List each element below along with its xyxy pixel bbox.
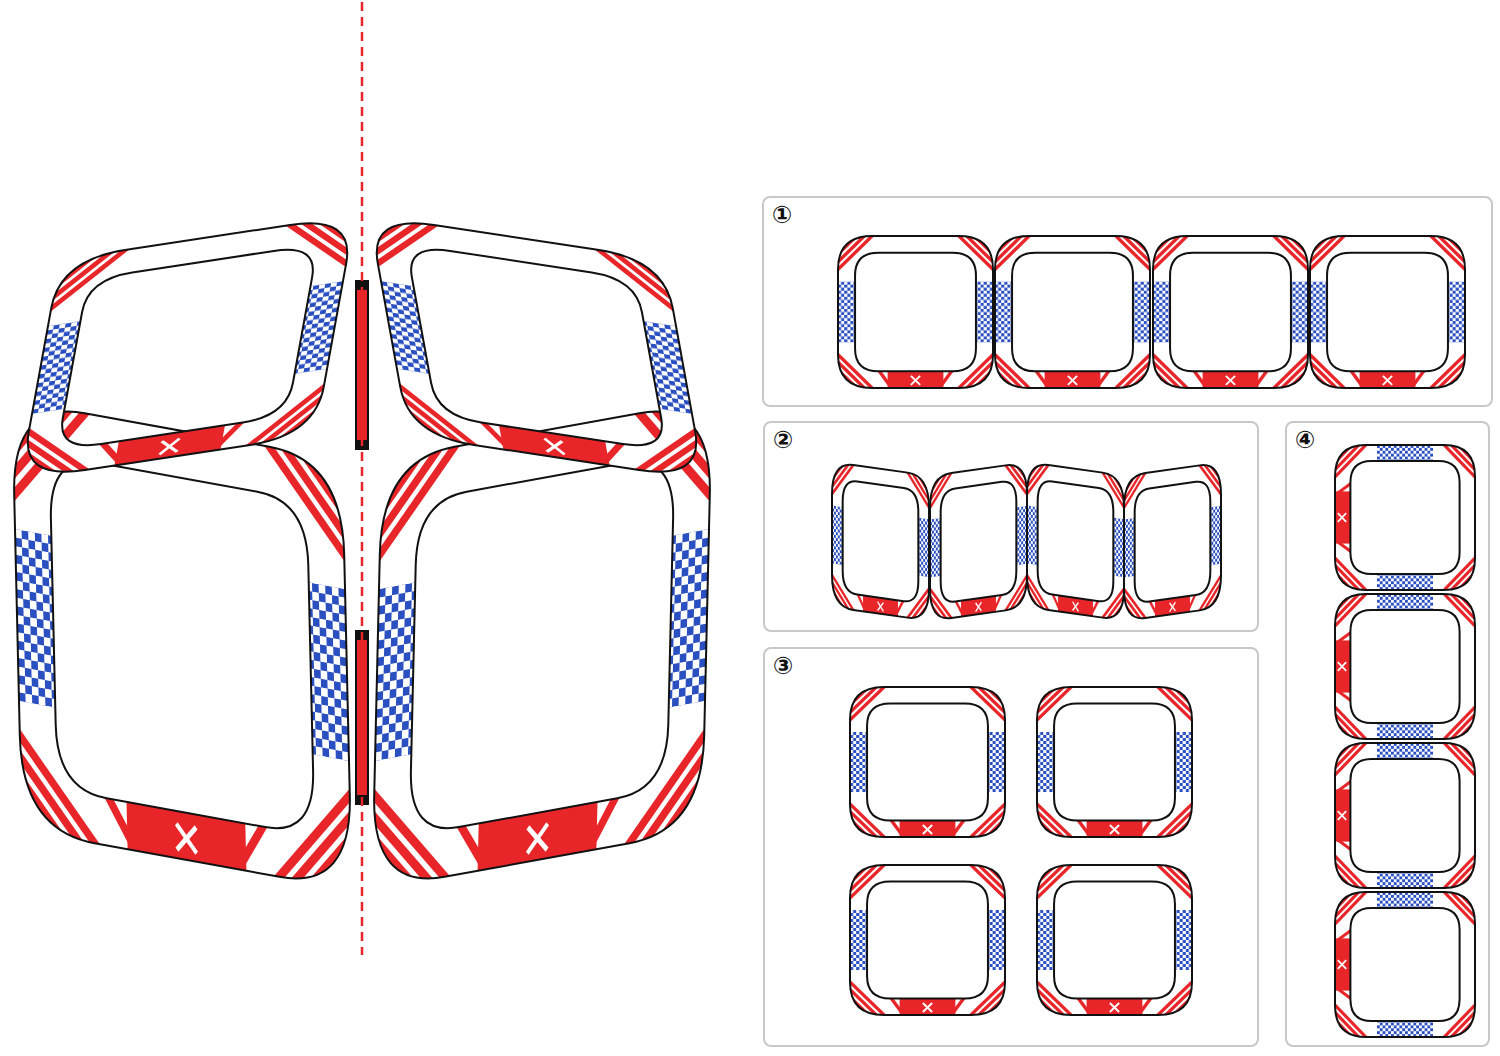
gate-column xyxy=(1332,442,1478,1040)
gate-zigzag xyxy=(830,459,1223,624)
option-panel: ③ xyxy=(763,647,1259,1047)
callout-number: ① xyxy=(772,202,792,228)
callout-number: ② xyxy=(773,427,793,453)
folded-gates xyxy=(5,2,719,955)
option-panel: ① xyxy=(762,196,1493,407)
gate-row xyxy=(835,233,1468,391)
callout-number: ③ xyxy=(773,653,793,679)
option-panel: ② xyxy=(763,421,1259,632)
callout-number: ④ xyxy=(1295,427,1315,453)
option-panel: ④ xyxy=(1285,421,1490,1047)
gate-grid xyxy=(847,684,1195,1018)
